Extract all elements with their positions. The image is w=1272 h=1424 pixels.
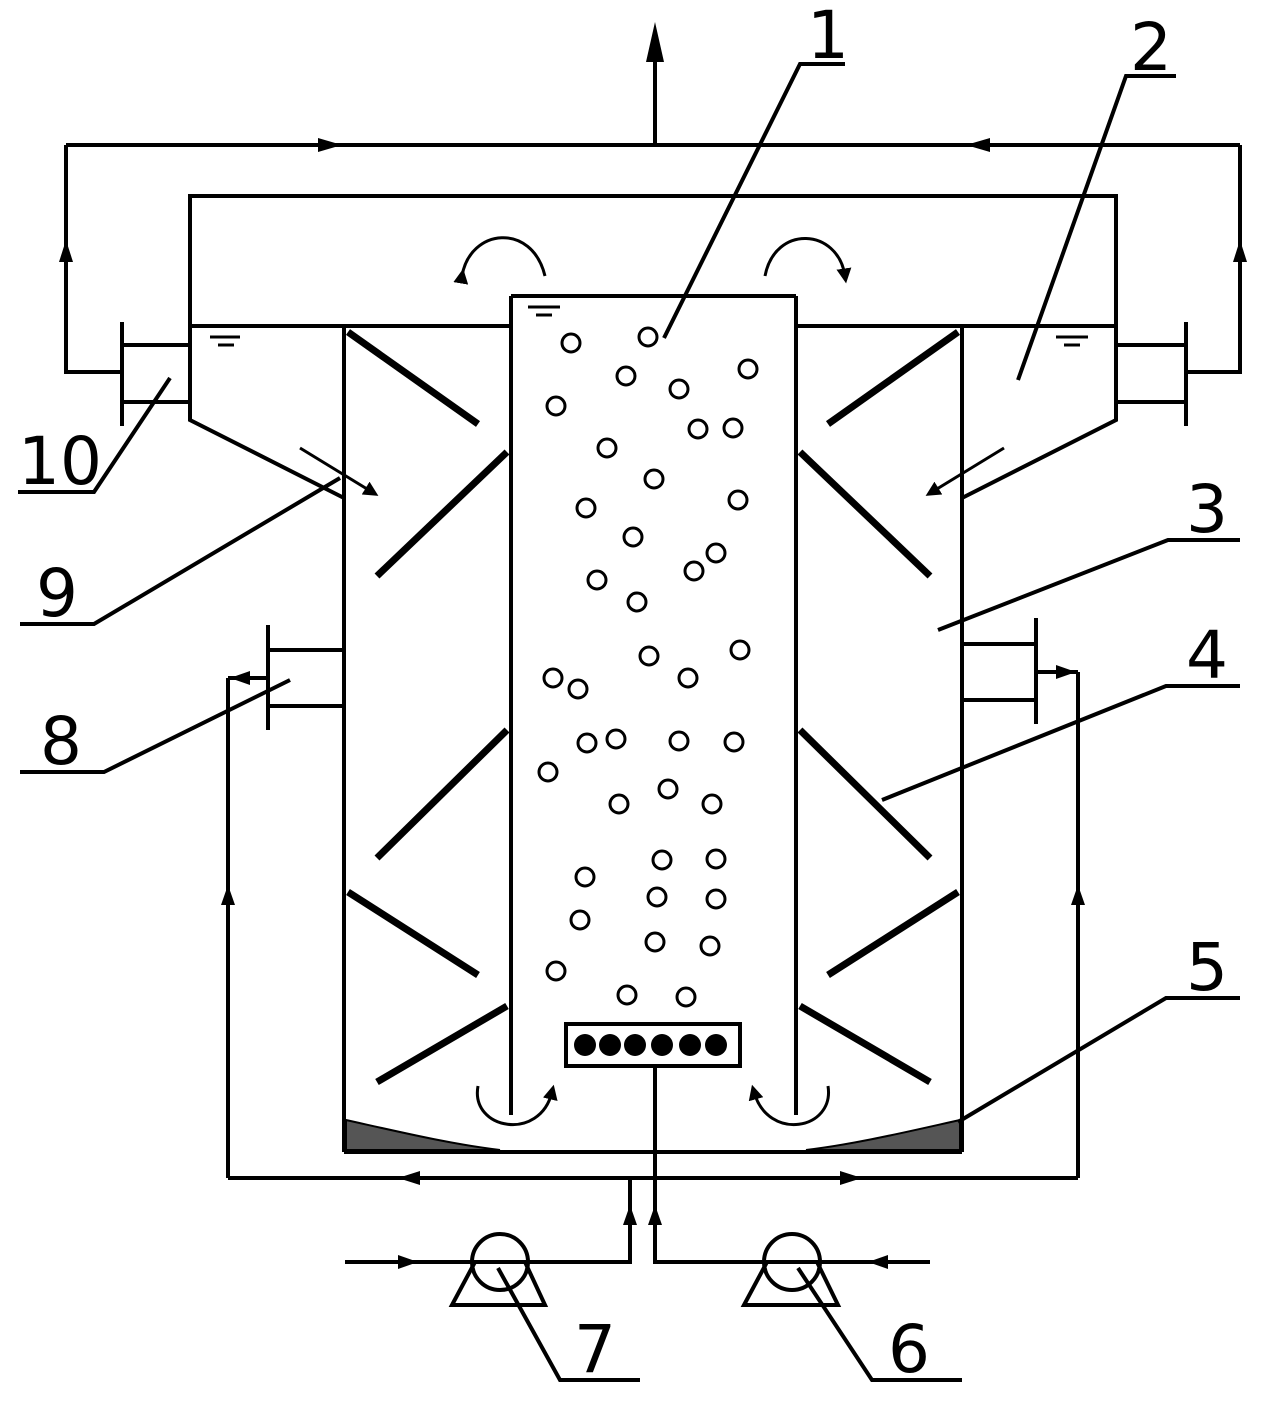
inner-riser (509, 294, 798, 1115)
flow-marker-icon (398, 1171, 420, 1185)
flow-marker-icon (1071, 885, 1085, 905)
bubble (545, 395, 567, 417)
bubble (722, 417, 744, 439)
inclined-baffles (345, 329, 961, 1086)
aerator (564, 1022, 742, 1256)
bubble (643, 468, 665, 490)
bubble (560, 332, 582, 354)
label-7: 7 (574, 1311, 616, 1388)
label-leaders (18, 62, 1240, 1382)
aerator-nozzle (624, 1034, 646, 1056)
bubble (657, 778, 679, 800)
bubble (723, 731, 745, 753)
bubble (701, 793, 723, 815)
aerator-nozzle (599, 1034, 621, 1056)
flow-marker-icon (221, 885, 235, 905)
bubble (622, 526, 644, 548)
bubble (637, 326, 659, 348)
sludge-layer (345, 1118, 961, 1151)
flow-marker-icon (623, 1205, 637, 1225)
flow-marker-icon (398, 1255, 418, 1269)
bubble (727, 489, 749, 511)
bubble (596, 437, 618, 459)
bubble (638, 645, 660, 667)
bubble (616, 984, 638, 1006)
bubble (574, 866, 596, 888)
bubble (569, 909, 591, 931)
label-3: 3 (1186, 471, 1228, 548)
flow-marker-icon (966, 138, 990, 152)
aerator-nozzle (574, 1034, 596, 1056)
pump-7 (448, 1232, 549, 1307)
flow-marker-icon (1056, 665, 1076, 679)
left-outlet-flange (120, 322, 190, 426)
label-2: 2 (1130, 9, 1172, 86)
flow-marker-icon (59, 240, 73, 262)
bubble (537, 761, 559, 783)
outlet-arrow-icon (646, 22, 664, 62)
flow-marker-icon (1233, 240, 1247, 262)
bubble (586, 569, 608, 591)
label-9: 9 (36, 555, 78, 632)
bubble (687, 418, 709, 440)
bubble (576, 732, 598, 754)
bubble (705, 848, 727, 870)
bubble (699, 935, 721, 957)
carrier-bubbles (537, 326, 759, 1008)
label-10: 10 (18, 423, 102, 500)
top-enclosure (188, 194, 1118, 412)
bubble (567, 678, 589, 700)
outer-tank (342, 326, 964, 1154)
bubble (705, 542, 727, 564)
bubble (705, 888, 727, 910)
bubble (608, 793, 630, 815)
right-outlet-flange (1116, 322, 1188, 426)
aerator-nozzle (705, 1034, 727, 1056)
pump-6 (740, 1232, 842, 1307)
bubble (668, 378, 690, 400)
bubble (545, 960, 567, 982)
bubble (677, 667, 699, 689)
flow-marker-icon (868, 1255, 888, 1269)
aerator-nozzle (651, 1034, 673, 1056)
label-1: 1 (807, 0, 849, 74)
flow-marker-icon (230, 671, 250, 685)
left-inlet-flange (266, 625, 344, 730)
bubble (729, 639, 751, 661)
bubble (615, 365, 637, 387)
label-6: 6 (888, 1311, 930, 1388)
bubble (542, 667, 564, 689)
bubble (605, 728, 627, 750)
flow-marker-icon (648, 1205, 662, 1225)
flow-arrows (299, 236, 1005, 1127)
flow-marker-icon (840, 1171, 862, 1185)
bubble (668, 730, 690, 752)
bubble (651, 849, 673, 871)
part-labels: 1 2 3 4 5 6 7 8 9 10 (18, 0, 1228, 1388)
bubble (646, 886, 668, 908)
top-collection-pipe (59, 22, 1247, 374)
right-inlet-flange (962, 618, 1038, 724)
label-8: 8 (40, 703, 82, 780)
bubble (683, 560, 705, 582)
flow-marker-icon (318, 138, 342, 152)
bubble (644, 931, 666, 953)
bubble (737, 358, 759, 380)
bubble (575, 497, 597, 519)
overflow-troughs (188, 324, 1118, 500)
label-5: 5 (1186, 929, 1228, 1006)
recirculation-pipes (221, 665, 1085, 1269)
label-4: 4 (1186, 617, 1228, 694)
bubble (675, 986, 697, 1008)
aerator-nozzle (679, 1034, 701, 1056)
bubble (626, 591, 648, 613)
